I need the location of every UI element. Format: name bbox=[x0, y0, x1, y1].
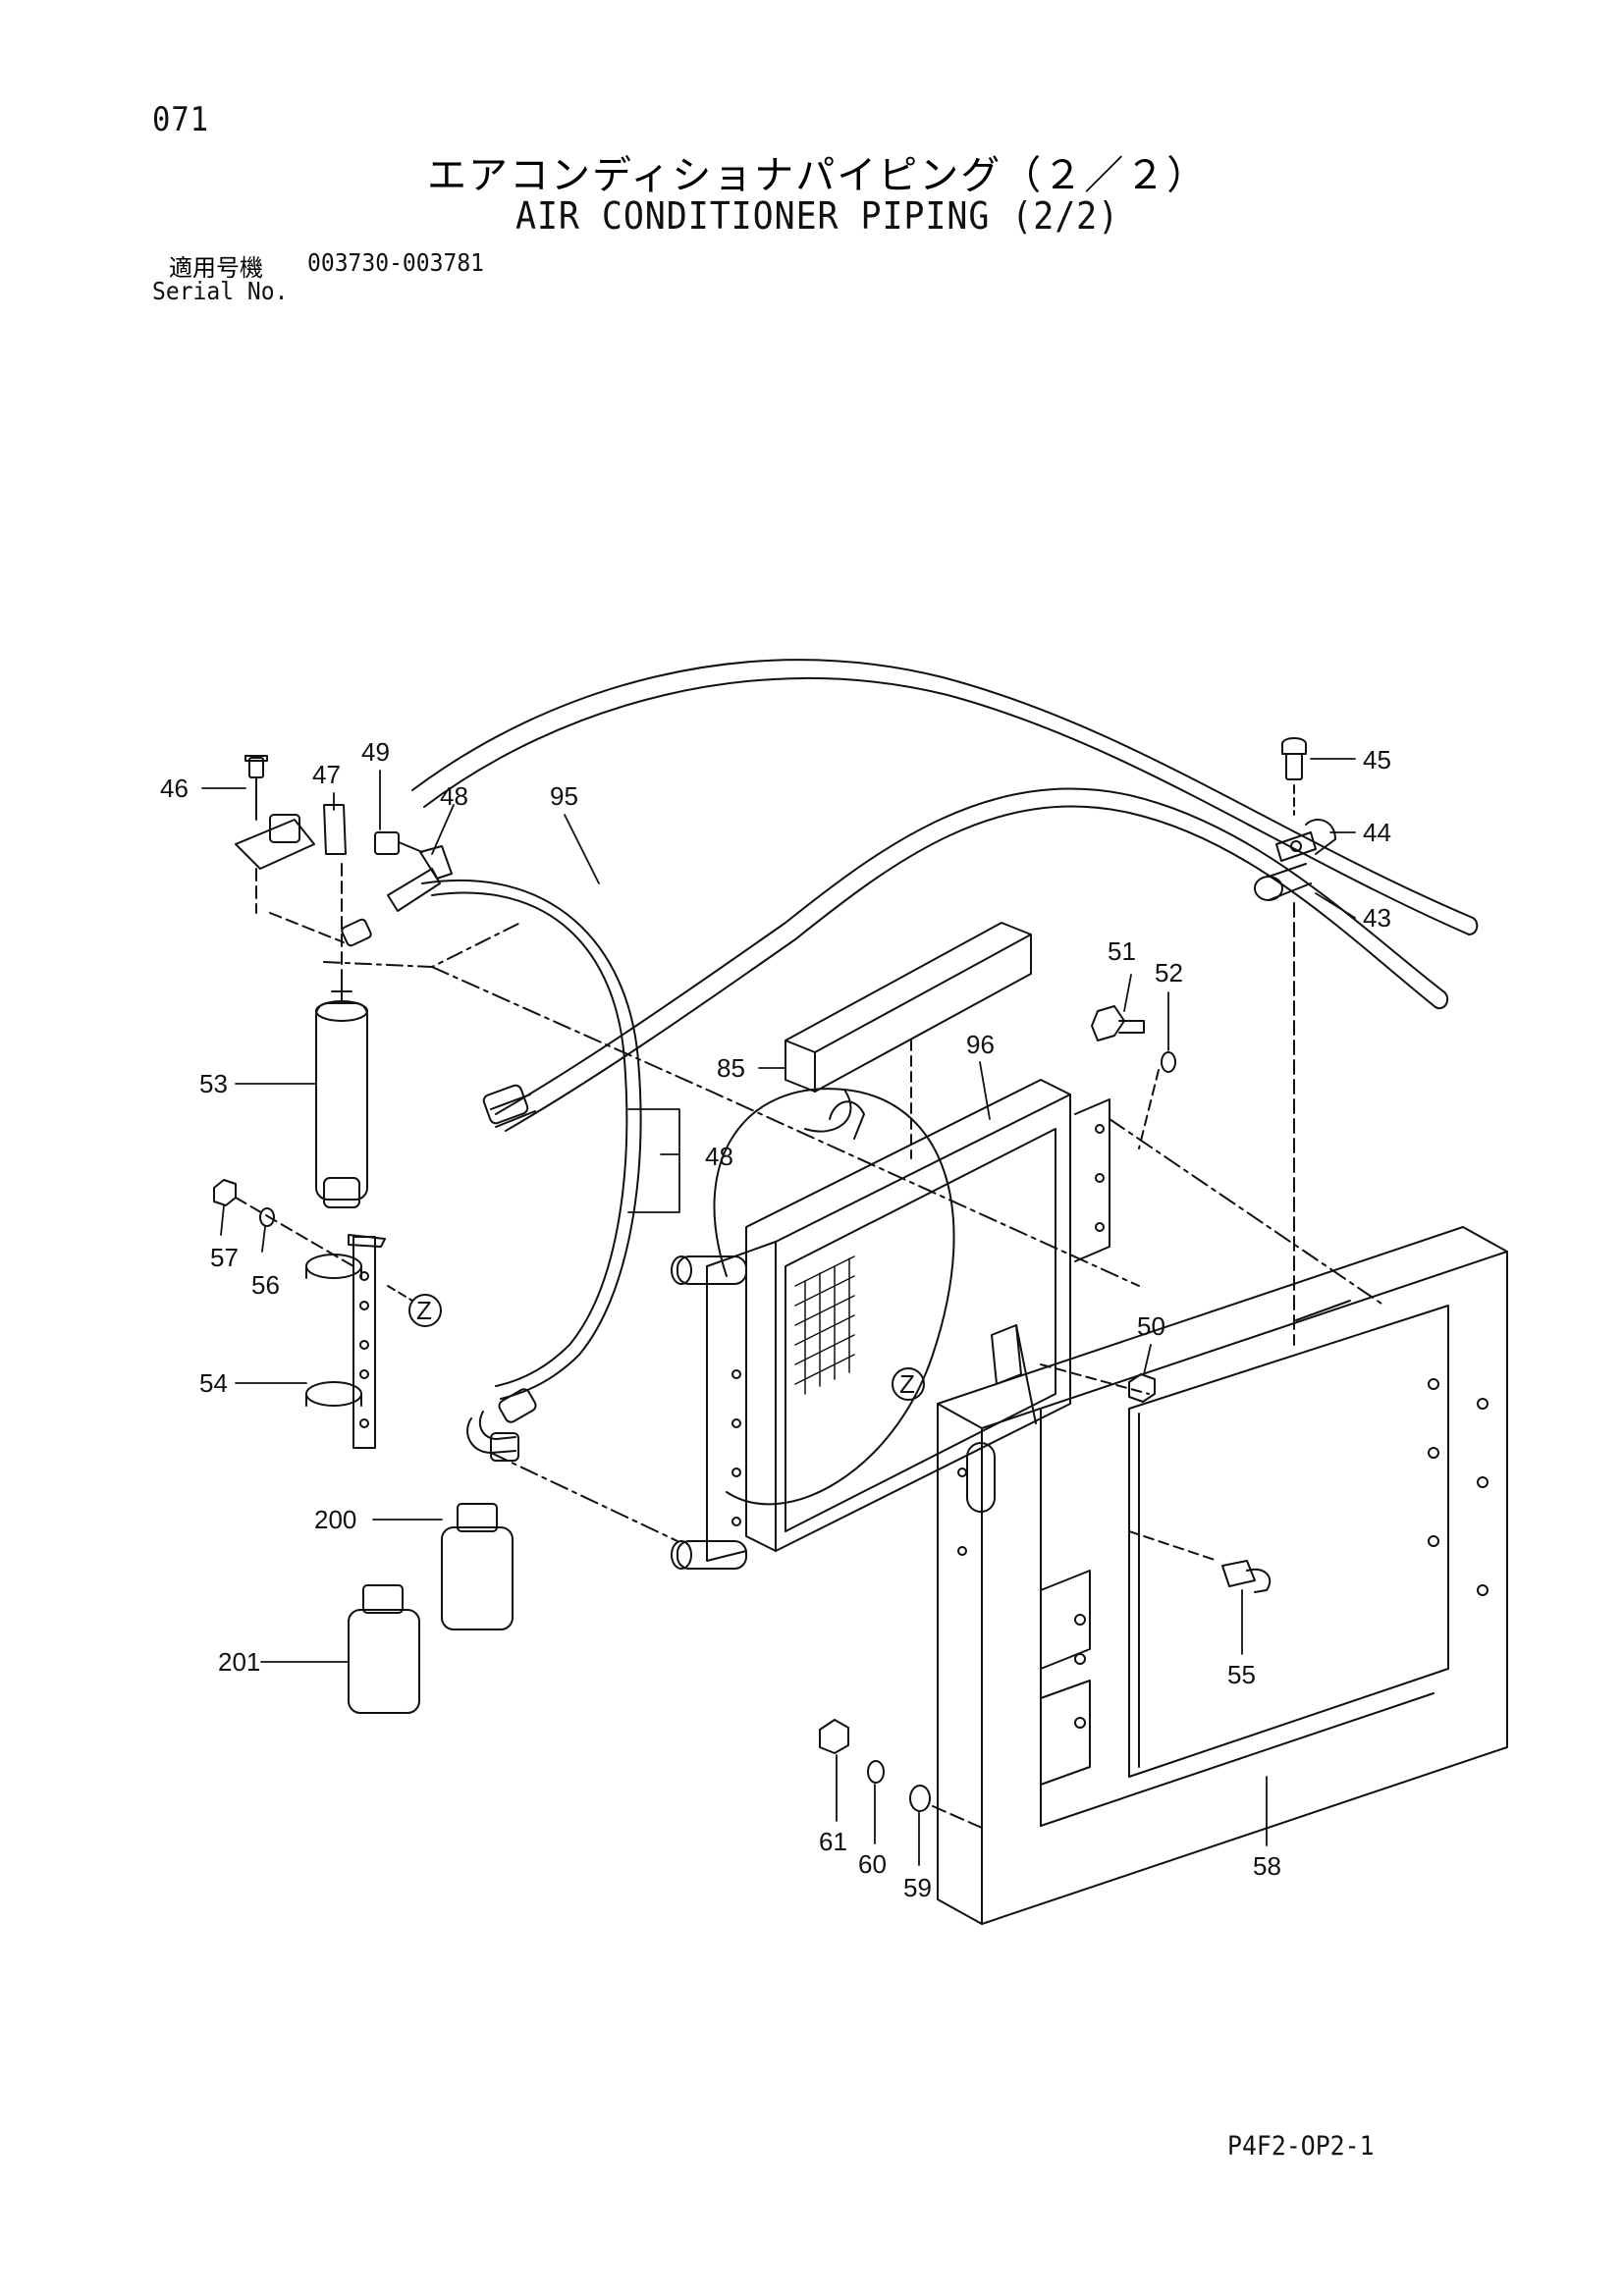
callout-85: 85 bbox=[717, 1053, 745, 1083]
condenser-frame bbox=[937, 1226, 1508, 1925]
callout-46: 46 bbox=[160, 774, 189, 803]
callout-58: 58 bbox=[1253, 1851, 1281, 1881]
alignment-line-frame bbox=[1109, 1118, 1385, 1307]
view-z-marker-2 bbox=[892, 1367, 925, 1401]
serial-label-english: Serial No. bbox=[152, 277, 289, 305]
alignment-line-mid bbox=[1040, 1363, 1150, 1395]
callout-57: 57 bbox=[210, 1243, 239, 1272]
nut-center bbox=[1128, 1373, 1156, 1403]
refrigerant-oil-bottles bbox=[348, 1503, 514, 1714]
page-number: 071 bbox=[152, 100, 209, 139]
callout-55: 55 bbox=[1227, 1660, 1256, 1689]
callout-44: 44 bbox=[1363, 818, 1391, 847]
receiver-drier bbox=[315, 981, 368, 1208]
callout-61: 61 bbox=[819, 1827, 847, 1856]
callout-200: 200 bbox=[314, 1505, 356, 1534]
title-japanese: エアコンディショナパイピング（２／２） bbox=[427, 153, 1209, 198]
callout-labels: 46 47 49 48 95 45 44 43 51 52 85 96 53 4… bbox=[160, 737, 1391, 1902]
frame-bolt bbox=[1128, 1530, 1272, 1593]
callout-51: 51 bbox=[1108, 936, 1136, 966]
callout-201: 201 bbox=[218, 1647, 260, 1677]
serial-label-japanese: 適用号機 bbox=[169, 254, 263, 282]
bolt-and-washer-right bbox=[1091, 1005, 1176, 1149]
callout-47: 47 bbox=[312, 760, 341, 789]
callout-95: 95 bbox=[550, 781, 578, 811]
callout-56: 56 bbox=[251, 1270, 280, 1300]
title-english: AIR CONDITIONER PIPING (2/2) bbox=[515, 194, 1120, 238]
view-z-marker-1 bbox=[408, 1294, 442, 1327]
drawing-code: P4F2-OP2-1 bbox=[1227, 2131, 1375, 2162]
alignment-line-lower bbox=[490, 1452, 678, 1542]
callout-60: 60 bbox=[858, 1849, 887, 1879]
view-z-label-2: Z bbox=[899, 1369, 915, 1399]
nut-and-washer-left bbox=[213, 1179, 354, 1267]
callout-53: 53 bbox=[199, 1069, 228, 1098]
callout-52: 52 bbox=[1155, 958, 1183, 988]
callout-49: 49 bbox=[361, 737, 390, 767]
callout-48-bracket: 48 bbox=[705, 1142, 733, 1171]
callout-54: 54 bbox=[199, 1368, 228, 1398]
condenser-hose bbox=[421, 879, 642, 1462]
callout-43: 43 bbox=[1363, 903, 1391, 933]
expansion-valve-assembly bbox=[235, 755, 521, 983]
view-z-label-1: Z bbox=[416, 1296, 432, 1325]
callout-96: 96 bbox=[966, 1030, 995, 1059]
upper-hose-pair bbox=[411, 659, 1479, 1132]
condenser-core bbox=[671, 1079, 1110, 1570]
alignment-line-main bbox=[431, 966, 1140, 1287]
callout-59: 59 bbox=[903, 1873, 932, 1902]
nut-and-washers-bottom bbox=[819, 1719, 983, 1829]
callout-50: 50 bbox=[1137, 1311, 1165, 1341]
sponge-block bbox=[785, 922, 1032, 1159]
mounting-bracket bbox=[305, 1234, 413, 1449]
callout-leaders bbox=[201, 758, 1356, 1866]
top-right-clamp-set bbox=[1254, 737, 1336, 1346]
serial-range: 003730-003781 bbox=[307, 248, 485, 277]
callout-48-top: 48 bbox=[440, 781, 468, 811]
callout-45: 45 bbox=[1363, 745, 1391, 774]
